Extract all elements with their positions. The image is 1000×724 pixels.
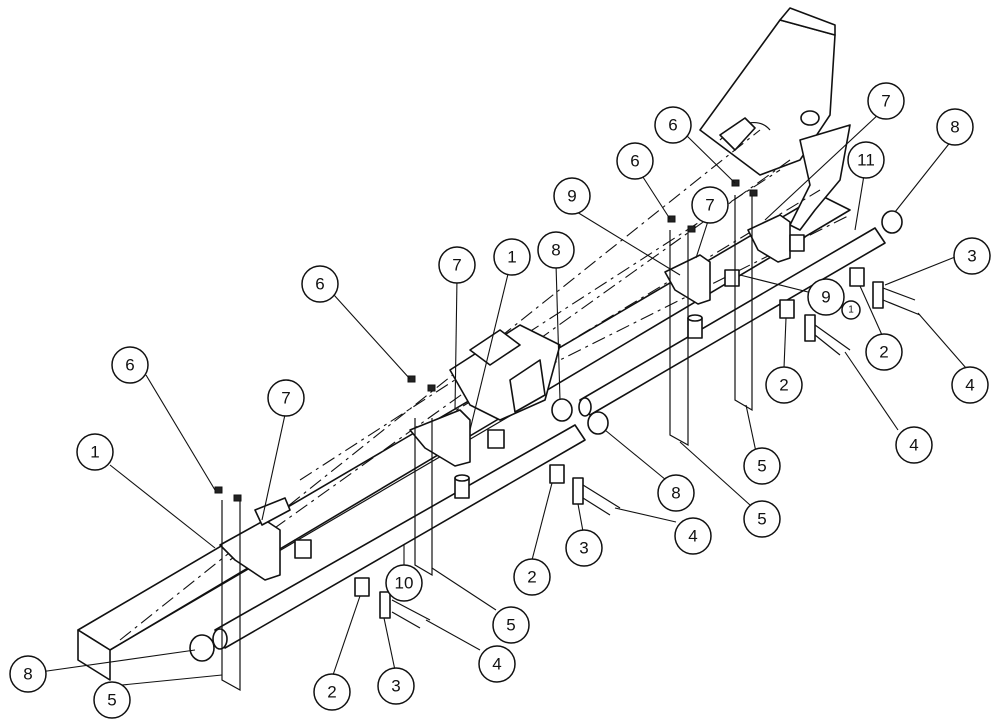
callout-7-c: 7 [691, 186, 729, 224]
callout-11: 11 [847, 141, 885, 179]
callout-7-a-label: 7 [281, 389, 290, 408]
callout-7-b-label: 7 [452, 256, 461, 275]
callout-1-mid-label: 1 [507, 248, 516, 267]
callout-5-d: 5 [743, 447, 781, 485]
callout-8-a-label: 8 [23, 665, 32, 684]
callout-5-d-label: 5 [757, 457, 766, 476]
callout-6-a-label: 6 [125, 356, 134, 375]
callout-8-c: 8 [657, 474, 695, 512]
bolts [391, 287, 921, 629]
callout-5-a: 5 [93, 681, 131, 719]
callout-4-c-label: 4 [909, 436, 918, 455]
callout-9-a: 9 [553, 177, 591, 215]
shank-bracket-left [219, 497, 312, 581]
callout-9-a-label: 9 [567, 187, 576, 206]
callout-1-right-small-label: 1 [848, 305, 854, 316]
leader-lines [39, 112, 967, 687]
center-mount-bracket [449, 324, 561, 421]
callout-4-b: 4 [674, 517, 712, 555]
callout-2-d-label: 2 [879, 343, 888, 362]
callout-3-a-label: 3 [391, 677, 400, 696]
callout-10-label: 10 [395, 574, 414, 593]
callout-3-c-label: 3 [967, 247, 976, 266]
callout-1-right-small: 1 [841, 300, 861, 320]
callout-2-a: 2 [313, 673, 351, 711]
callout-5-b: 5 [492, 606, 530, 644]
callout-5-a-label: 5 [107, 691, 116, 710]
callout-2-b: 2 [513, 558, 551, 596]
callout-6-b: 6 [301, 265, 339, 303]
callout-7-a: 7 [267, 379, 305, 417]
callout-11-label: 11 [857, 151, 875, 170]
callout-8-d-label: 8 [950, 118, 959, 137]
callout-1-left-label: 1 [90, 443, 99, 462]
callout-6-d-label: 6 [668, 116, 677, 135]
callout-7-d-label: 7 [881, 92, 890, 111]
callout-4-c: 4 [895, 426, 933, 464]
callout-5-c: 5 [743, 500, 781, 538]
callout-4-a-label: 4 [492, 655, 501, 674]
callout-7-b: 7 [438, 246, 476, 284]
callout-3-a: 3 [377, 667, 415, 705]
callout-6-c-label: 6 [630, 152, 639, 171]
callout-6-a: 6 [111, 346, 149, 384]
shank-bracket-mid [409, 409, 505, 467]
callout-7-d: 7 [867, 82, 905, 120]
callout-9-b-label: 9 [821, 288, 830, 307]
u-bolts [221, 195, 753, 692]
callout-4-d: 4 [951, 366, 989, 404]
callout-2-b-label: 2 [527, 568, 536, 587]
callout-8-d: 8 [936, 108, 974, 146]
rear-tool-bar [578, 227, 886, 417]
callout-6-d: 6 [654, 106, 692, 144]
callout-4-a: 4 [478, 645, 516, 683]
callout-2-d: 2 [865, 333, 903, 371]
callout-5-c-label: 5 [757, 510, 766, 529]
callout-2-a-label: 2 [327, 683, 336, 702]
callout-3-c: 3 [953, 237, 991, 275]
callout-4-b-label: 4 [688, 527, 697, 546]
callout-9-b: 9 [807, 278, 845, 316]
upper-mast [699, 7, 851, 231]
callout-5-b-label: 5 [506, 616, 515, 635]
callout-1-mid: 1 [493, 238, 531, 276]
callout-8-a: 8 [9, 655, 47, 693]
callout-6-c: 6 [616, 142, 654, 180]
callout-2-c-label: 2 [779, 376, 788, 395]
callout-6-b-label: 6 [315, 275, 324, 294]
callout-2-c: 2 [765, 366, 803, 404]
nuts [214, 179, 758, 502]
shank-bracket-right-2 [747, 214, 805, 263]
callout-3-b-label: 3 [579, 539, 588, 558]
callout-10: 10 [385, 564, 423, 602]
callout-8-b: 8 [537, 231, 575, 269]
callout-3-b: 3 [565, 529, 603, 567]
callout-7-c-label: 7 [705, 196, 714, 215]
end-caps [189, 210, 903, 662]
callout-1-left: 1 [76, 433, 114, 471]
front-tool-bar [212, 424, 586, 650]
callout-8-c-label: 8 [671, 484, 680, 503]
callout-4-d-label: 4 [965, 376, 974, 395]
callout-8-b-label: 8 [551, 241, 560, 260]
clamps [354, 267, 884, 619]
